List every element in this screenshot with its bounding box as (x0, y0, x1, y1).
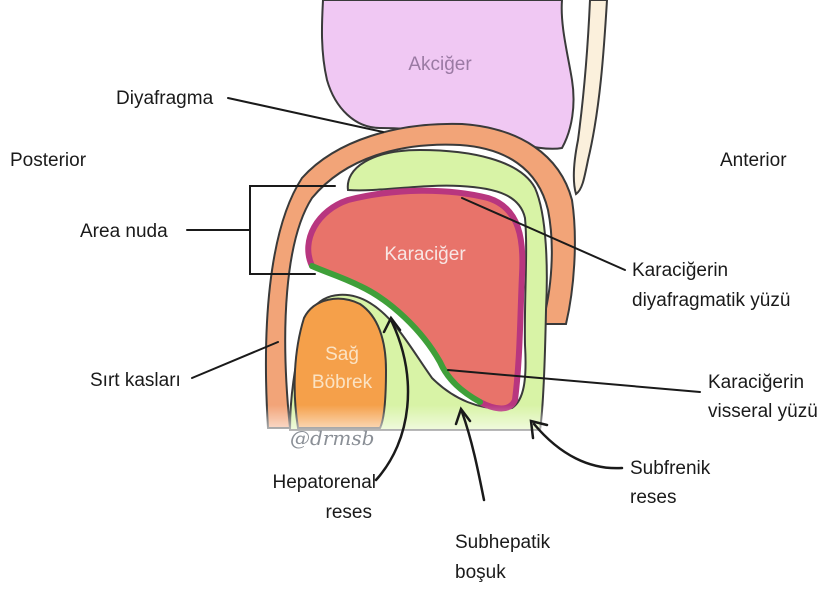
hepatorenal-label-line1: Hepatorenal (272, 472, 376, 493)
kidney-label-line1: Sağ (325, 344, 359, 365)
subhepatic-label-line2: boşuk (455, 562, 506, 583)
visceral-surface-label-line1: Karaciğerin (708, 372, 804, 393)
diaphragmatic-surface-label-line2: diyafragmatik yüzü (632, 290, 790, 311)
visceral-surface-label-line2: visseral yüzü (708, 401, 818, 422)
diaphragm-label: Diyafragma (116, 88, 214, 109)
lung-label: Akciğer (408, 54, 472, 75)
subphrenic-label-line1: Subfrenik (630, 458, 711, 479)
subhepatic-label-line1: Subhepatik (455, 532, 551, 553)
bare-area-label: Area nuda (80, 221, 168, 242)
rib-shape (574, 0, 607, 194)
hepatorenal-label-line2: reses (326, 502, 372, 523)
kidney-label-line2: Böbrek (312, 372, 373, 393)
back-muscles-label: Sırt kasları (90, 370, 181, 391)
subphrenic-label-line2: reses (630, 487, 676, 508)
posterior-label: Posterior (10, 150, 87, 171)
watermark: @drmsb (290, 426, 374, 450)
anterior-label: Anterior (720, 150, 787, 171)
liver-label: Karaciğer (384, 244, 466, 265)
diaphragmatic-surface-label-line1: Karaciğerin (632, 260, 728, 281)
